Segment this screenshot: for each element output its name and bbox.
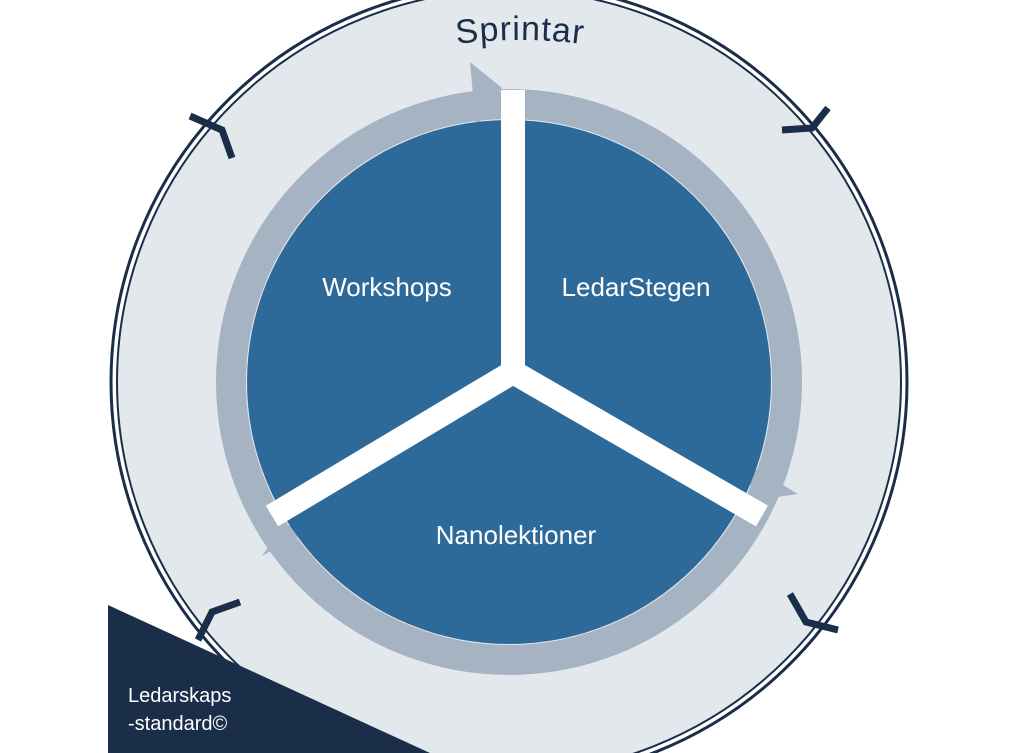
corner-label-line1: Ledarskaps (128, 685, 231, 707)
chevron-marker-bottom-right (786, 592, 839, 634)
arrowhead-top (470, 62, 502, 128)
segment-group (247, 90, 771, 644)
corner-label-line2: -standard© (128, 713, 227, 735)
chevron-marker-top-left (188, 112, 236, 160)
segment-label-ledarstegen: LedarStegen (562, 272, 711, 302)
divider-right (506, 361, 769, 527)
ring-title: Sprintar (453, 10, 586, 52)
chevron-marker-top-right (781, 105, 831, 134)
chevron-marker-bottom-left (194, 598, 242, 642)
segment-label-workshops: Workshops (322, 272, 452, 302)
corner-triangle (108, 605, 430, 753)
segment-label-nanolektioner: Nanolektioner (436, 520, 597, 550)
divider-left (265, 361, 520, 527)
